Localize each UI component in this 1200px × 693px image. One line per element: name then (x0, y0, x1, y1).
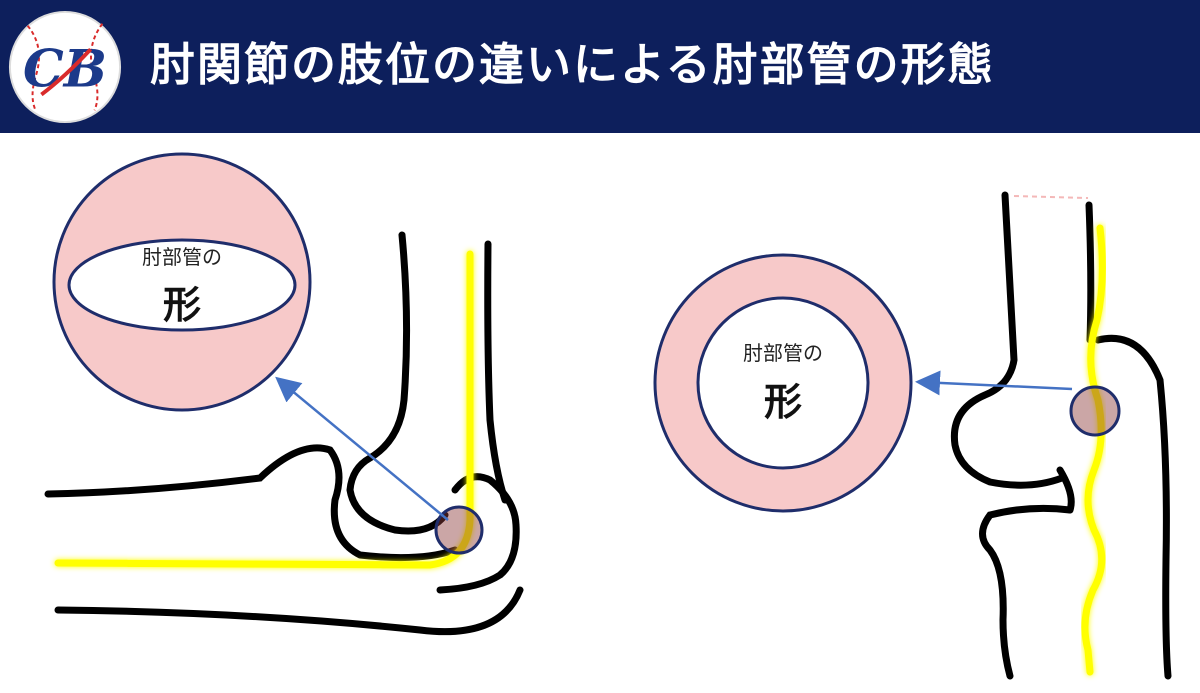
humerus-outline (346, 231, 449, 535)
humerus-right-outline (1085, 201, 1095, 344)
extended-elbow: 肘部管の 形 (653, 191, 1172, 680)
olecranon-outline (436, 473, 520, 594)
header-bar: CB 肘関節の肢位の違いによる肘部管の形態 (0, 0, 1200, 133)
baseball-logo-icon: CB (8, 10, 122, 124)
page-title: 肘関節の肢位の違いによる肘部管の形態 (150, 38, 995, 91)
tunnel-shape-flattened (67, 238, 297, 332)
flexed-elbow: 肘部管の 形 (44, 152, 524, 636)
label-big-extended: 形 (764, 380, 802, 424)
tunnel-shape-round (696, 296, 870, 470)
radius-outline (979, 504, 1074, 680)
callout-arrow-flexed (275, 376, 449, 521)
label-big-flexed: 形 (163, 283, 201, 327)
elbow-diagram: 肘部管の 形 肘部管の 形 (44, 152, 1172, 680)
label-small-extended: 肘部管の (743, 341, 823, 365)
label-small-flexed: 肘部管の (142, 245, 222, 269)
humerus-back (484, 240, 509, 504)
cubital-tunnel-marker-flexed (434, 505, 484, 555)
cubital-tunnel-marker-extended (1069, 385, 1121, 437)
ulnar-nerve-flexed (54, 250, 474, 569)
humerus-left-outline (950, 191, 1066, 489)
logo-text: CB (23, 40, 107, 100)
callout-arrow-extended (915, 370, 1073, 396)
ulna-outline (1094, 334, 1172, 680)
ulnar-nerve-extended (1081, 224, 1106, 676)
forearm-upper-outline (44, 444, 459, 562)
forearm-lower-outline (54, 586, 524, 636)
